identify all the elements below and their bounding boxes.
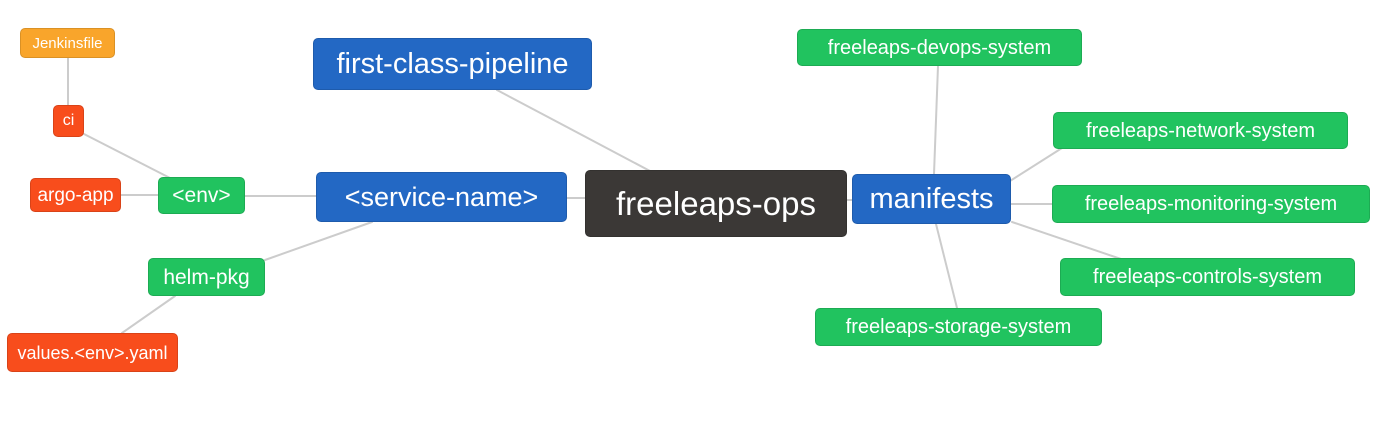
node-freeleaps-storage-system[interactable]: freeleaps-storage-system <box>815 308 1102 346</box>
node-helm-pkg[interactable]: helm-pkg <box>148 258 265 296</box>
node-jenkinsfile[interactable]: Jenkinsfile <box>20 28 115 58</box>
node-freeleaps-monitoring-system[interactable]: freeleaps-monitoring-system <box>1052 185 1370 223</box>
node-env[interactable]: <env> <box>158 177 245 214</box>
node-freeleaps-controls-system[interactable]: freeleaps-controls-system <box>1060 258 1355 296</box>
edge-manifests-to-freeleaps-storage-system <box>935 223 958 309</box>
edge-manifests-to-freeleaps-controls-system <box>1011 221 1122 260</box>
node-first-class-pipeline[interactable]: first-class-pipeline <box>313 38 592 90</box>
node-manifests[interactable]: manifests <box>852 174 1011 224</box>
node-ci[interactable]: ci <box>53 105 84 137</box>
node-freeleaps-ops[interactable]: freeleaps-ops <box>585 170 847 237</box>
edge-ci-to-env <box>83 133 171 179</box>
node-argo-app[interactable]: argo-app <box>30 178 121 212</box>
node-service-name[interactable]: <service-name> <box>316 172 567 222</box>
node-freeleaps-devops-system[interactable]: freeleaps-devops-system <box>797 29 1082 66</box>
edge-freeleaps-devops-system-to-manifests <box>933 65 939 175</box>
edge-manifests-to-freeleaps-network-system <box>1009 147 1063 182</box>
edge-helm-pkg-to-values-env-yaml <box>121 295 176 334</box>
edge-service-name-to-helm-pkg <box>264 221 373 261</box>
node-freeleaps-network-system[interactable]: freeleaps-network-system <box>1053 112 1348 149</box>
edge-first-class-pipeline-to-freeleaps-ops <box>496 89 651 172</box>
node-values-env-yaml[interactable]: values.<env>.yaml <box>7 333 178 372</box>
